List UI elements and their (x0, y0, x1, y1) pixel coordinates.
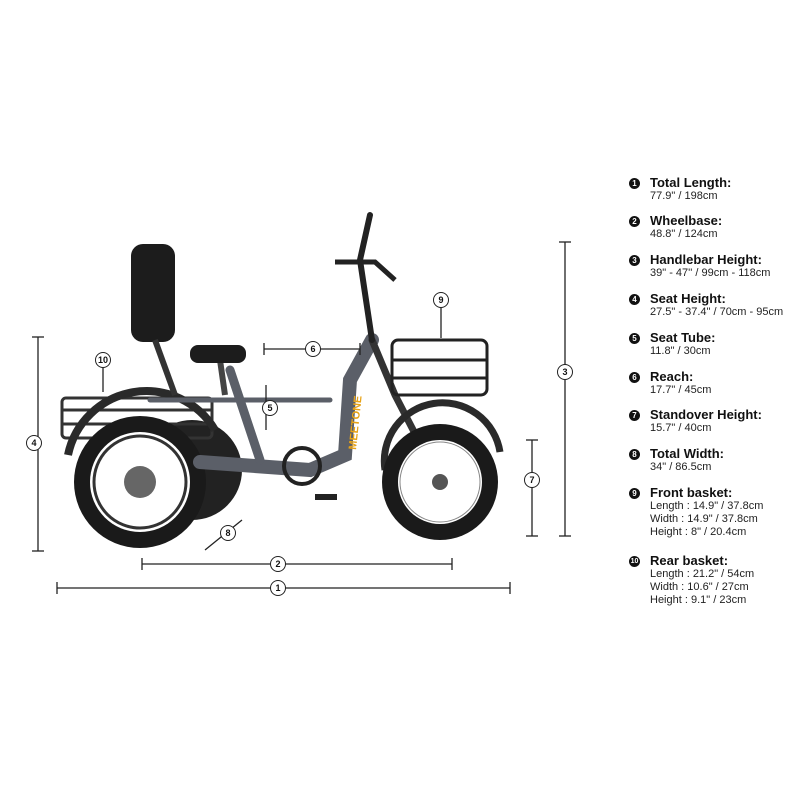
spec-title: Handlebar Height: (650, 252, 762, 267)
spec-value: 48.8" / 124cm (650, 228, 718, 240)
backrest (131, 244, 175, 342)
spec-value: 77.9" / 198cm (650, 190, 718, 202)
marker-3: 3 (557, 364, 573, 380)
number-badge: 2 (629, 216, 640, 227)
seat (190, 345, 246, 363)
front-wheel (382, 424, 498, 540)
spec-value: 27.5" - 37.4" / 70cm - 95cm (650, 306, 784, 318)
spec-title: Front basket: (650, 485, 733, 500)
rear-fender (64, 387, 219, 456)
number-badge: 9 (629, 488, 640, 499)
spec-value: 11.8" / 30cm (650, 345, 711, 357)
spec-value: Width : 10.6" / 27cm (650, 581, 749, 593)
spec-title: Total Length: (650, 175, 732, 190)
rear-wheel (74, 416, 206, 548)
chainring (282, 446, 322, 486)
marker-9: 9 (433, 292, 449, 308)
number-badge: 1 (629, 178, 640, 189)
number-badge: 8 (629, 449, 640, 460)
spec-value: 34" / 86.5cm (650, 461, 712, 473)
spec-value: Height : 9.1" / 23cm (650, 594, 747, 606)
number-badge: 10 (629, 556, 640, 567)
spec-title: Seat Tube: (650, 330, 716, 345)
number-badge: 3 (629, 255, 640, 266)
marker-4: 4 (26, 435, 42, 451)
spec-title: Wheelbase: (650, 213, 723, 228)
number-badge: 6 (629, 372, 640, 383)
handlebar (335, 259, 397, 282)
spec-value: 15.7" / 40cm (650, 422, 712, 434)
spec-value: Length : 21.2" / 54cm (650, 568, 755, 580)
spec-title: Reach: (650, 369, 694, 384)
front-basket (390, 338, 489, 397)
spec-title: Standover Height: (650, 407, 762, 422)
spec-value: Length : 14.9" / 37.8cm (650, 500, 764, 512)
spec-title: Total Width: (650, 446, 725, 461)
number-badge: 5 (629, 333, 640, 344)
marker-2: 2 (270, 556, 286, 572)
spec-value: 17.7" / 45cm (650, 384, 712, 396)
spec-title: Rear basket: (650, 553, 729, 568)
spec-value: 39" - 47'' / 99cm - 118cm (650, 267, 771, 279)
marker-8: 8 (220, 525, 236, 541)
spec-value: Height : 8" / 20.4cm (650, 526, 747, 538)
frame (147, 212, 444, 486)
marker-1: 1 (270, 580, 286, 596)
frame-logo: MEETONE (347, 395, 365, 450)
marker-6: 6 (305, 341, 321, 357)
marker-7: 7 (524, 472, 540, 488)
number-badge: 7 (629, 410, 640, 421)
marker-10: 10 (95, 352, 111, 368)
spec-title: Seat Height: (650, 291, 726, 306)
front-fender (380, 399, 504, 471)
spec-value: Width : 14.9" / 37.8cm (650, 513, 758, 525)
marker-5: 5 (262, 400, 278, 416)
number-badge: 4 (629, 294, 640, 305)
